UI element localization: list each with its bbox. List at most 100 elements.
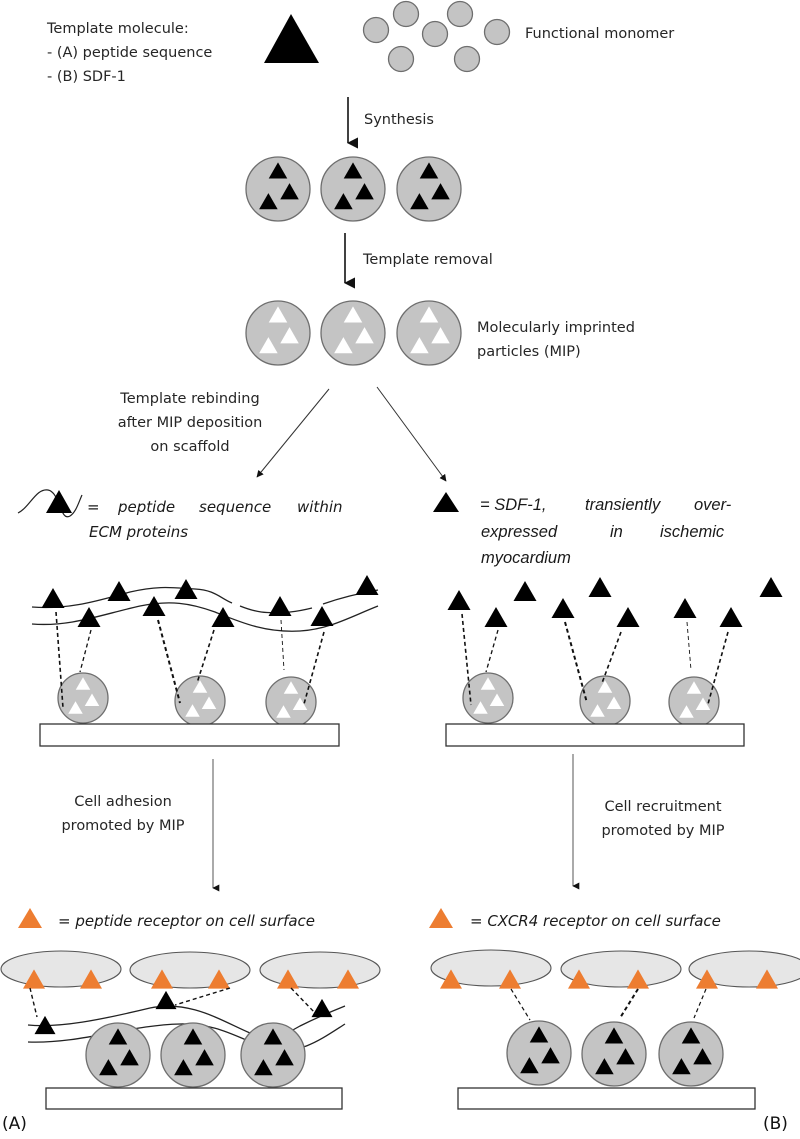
template-icon — [254, 1059, 273, 1076]
template-icon — [155, 990, 177, 1010]
rebinding-label-line2: after MIP deposition — [118, 415, 263, 431]
binding-link — [619, 988, 639, 1019]
template-icon — [107, 580, 131, 602]
binding-link — [707, 631, 729, 705]
sdf1-legend-2c: ischemic — [660, 523, 725, 541]
sdf1-template-icon — [551, 597, 575, 619]
template-icon — [604, 1027, 624, 1044]
template-icon — [693, 1048, 712, 1065]
sdf1-template-icon — [616, 606, 640, 628]
template-label-a: - (A) peptide sequence — [47, 45, 212, 61]
binding-link — [29, 987, 38, 1018]
template-icon — [268, 162, 288, 179]
receptor-icon — [337, 969, 359, 989]
receptor-icon — [696, 969, 718, 989]
receptor-icon-b — [429, 908, 453, 928]
mip-label-line2: particles (MIP) — [477, 344, 581, 360]
ecm-legend-eq: = — [87, 498, 100, 516]
cavity-icon — [606, 696, 622, 710]
sdf1-template-icon — [759, 576, 783, 598]
template-icon — [41, 587, 65, 609]
receptor-icon — [627, 969, 649, 989]
receptor-icon — [756, 969, 778, 989]
cavity-icon — [283, 681, 299, 694]
panel-a-cell-adhesion-scene — [0, 950, 381, 1088]
template-icon — [280, 183, 299, 200]
cavity-icon — [419, 306, 439, 323]
binding-link — [693, 988, 707, 1019]
cell — [560, 950, 682, 988]
scaffold-a-bottom — [45, 1087, 343, 1110]
template-icon — [174, 1059, 193, 1076]
sdf1-legend-1c: over- — [694, 496, 732, 514]
template-icon — [183, 1028, 203, 1045]
binding-link — [55, 611, 64, 709]
mip-particles — [245, 300, 462, 366]
binding-link — [303, 631, 325, 705]
sdf1-template-icon — [719, 606, 743, 628]
ecm-fiber — [31, 586, 233, 609]
cavity-icon — [280, 327, 299, 344]
cavity-icon — [489, 693, 505, 707]
cavity-icon — [431, 327, 450, 344]
branch-arrow-b — [376, 386, 447, 482]
template-icon — [355, 574, 379, 596]
sdf1-legend-1b: transiently — [585, 496, 662, 514]
template-icon — [142, 595, 166, 617]
binding-link — [196, 629, 215, 684]
template-icon — [343, 162, 363, 179]
binding-link — [510, 988, 531, 1021]
template-icon — [541, 1047, 560, 1064]
cavity-icon — [480, 677, 496, 690]
cavity-icon — [292, 697, 308, 711]
template-molecule-icon — [264, 14, 319, 63]
sdf1-template-icon — [588, 576, 612, 598]
monomer-icon — [392, 0, 420, 28]
sdf1-legend-2a: expressed — [481, 523, 558, 541]
template-icon — [174, 578, 198, 600]
receptor-icon — [23, 969, 45, 989]
cavity-icon — [68, 701, 83, 714]
template-icon — [268, 595, 292, 617]
cavity-icon — [355, 327, 374, 344]
ecm-fiber — [31, 602, 379, 632]
template-icon — [34, 1015, 56, 1035]
cavity-icon — [259, 337, 278, 354]
template-icon — [263, 1028, 283, 1045]
receptor-icon — [440, 969, 462, 989]
cavity-icon — [343, 306, 363, 323]
mip-label-line1: Molecularly imprinted — [477, 320, 635, 336]
binding-link — [686, 621, 692, 671]
synthesis-label: Synthesis — [364, 112, 434, 128]
cell — [259, 951, 381, 989]
cavity-icon — [268, 306, 288, 323]
panel-label-a: (A) — [2, 1114, 27, 1134]
cavity-icon — [75, 677, 91, 690]
cavity-icon — [334, 337, 353, 354]
sdf1-template-icon — [447, 589, 471, 611]
monomer-icon — [483, 18, 511, 46]
receptor-legend-a: = peptide receptor on cell surface — [58, 912, 315, 930]
binding-link — [174, 987, 231, 1006]
template-icon — [259, 193, 278, 210]
monomer-label: Functional monomer — [525, 26, 674, 42]
scaffold-b-top — [445, 723, 745, 747]
template-icon — [410, 193, 429, 210]
receptor-icon-a — [18, 908, 42, 928]
template-icon — [681, 1027, 701, 1044]
cell-adhesion-label-line2: promoted by MIP — [61, 818, 184, 834]
template-icon — [77, 606, 101, 628]
receptor-icon — [499, 969, 521, 989]
binding-link — [79, 629, 92, 673]
template-icon — [595, 1058, 614, 1075]
sdf1-template-icon — [484, 606, 508, 628]
panel-a-rebinding-marks — [41, 574, 379, 728]
scaffold-a-top — [39, 723, 340, 747]
receptor-icon — [151, 969, 173, 989]
sdf1-legend-1a: = SDF-1, — [480, 496, 546, 514]
template-icon — [99, 1059, 118, 1076]
sdf1-legend-3: myocardium — [481, 549, 571, 567]
template-icon — [275, 1049, 294, 1066]
template-icon — [211, 606, 235, 628]
cavity-icon — [201, 696, 217, 710]
